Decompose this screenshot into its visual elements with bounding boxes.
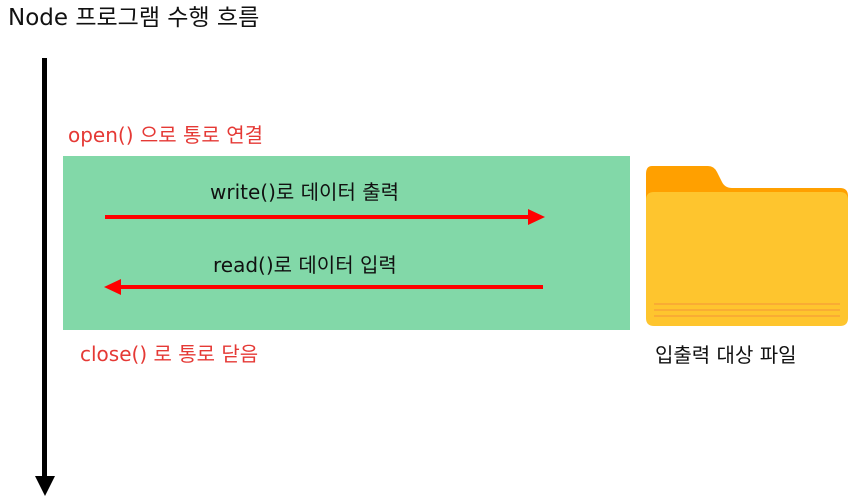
folder-icon [646, 166, 848, 326]
write-arrow [105, 209, 545, 225]
io-channel [63, 156, 630, 330]
read-arrow [104, 279, 543, 295]
read-label: read()로 데이터 입력 [213, 253, 397, 277]
close-label: close() 로 통로 닫음 [80, 342, 259, 366]
execution-flow-arrowhead [35, 476, 55, 496]
write-label: write()로 데이터 출력 [210, 180, 400, 204]
target-file-label: 입출력 대상 파일 [655, 343, 797, 367]
open-label: open() 으로 통로 연결 [68, 123, 263, 147]
diagram-title: Node 프로그램 수행 흐름 [8, 5, 260, 31]
execution-flow-line [42, 58, 47, 478]
